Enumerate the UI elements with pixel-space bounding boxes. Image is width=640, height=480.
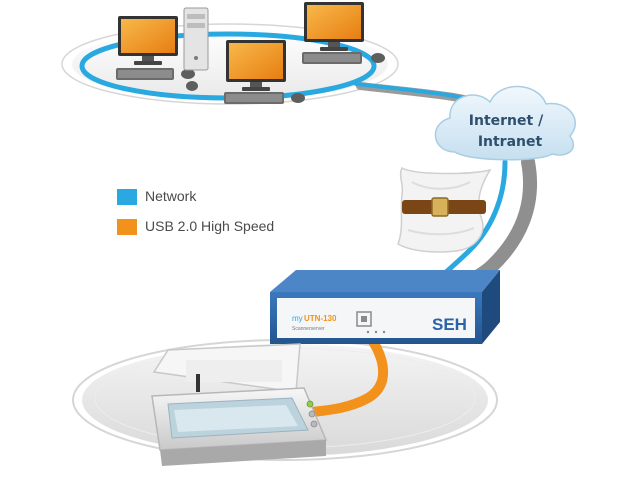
usb-cable [307, 335, 389, 417]
device-brand-logo: SEH [432, 315, 467, 334]
scanner-icon [151, 343, 328, 466]
desktop-computer-icon [302, 2, 385, 64]
cloud-label-line1: Internet / [469, 113, 544, 129]
cloud-label-line2: Intranet [478, 134, 543, 150]
legend-swatch-network [117, 189, 137, 205]
scanner-server-device: my UTN-130 Scannerserver SEH [270, 270, 500, 344]
device-subtitle: Scannerserver [292, 326, 325, 332]
legend-label-usb: USB 2.0 High Speed [145, 218, 275, 234]
firewall-bag-icon [397, 166, 492, 253]
desktop-computer-icon [116, 16, 195, 80]
server-icon [183, 7, 209, 71]
device-model-prefix: my [292, 314, 303, 323]
device-port-icon [356, 311, 372, 327]
cloud-icon: Internet / Intranet [434, 85, 576, 161]
desktop-computer-icon [186, 40, 305, 104]
legend-label-network: Network [145, 188, 197, 204]
legend-swatch-usb [117, 219, 137, 235]
device-model-name: UTN-130 [304, 314, 337, 323]
